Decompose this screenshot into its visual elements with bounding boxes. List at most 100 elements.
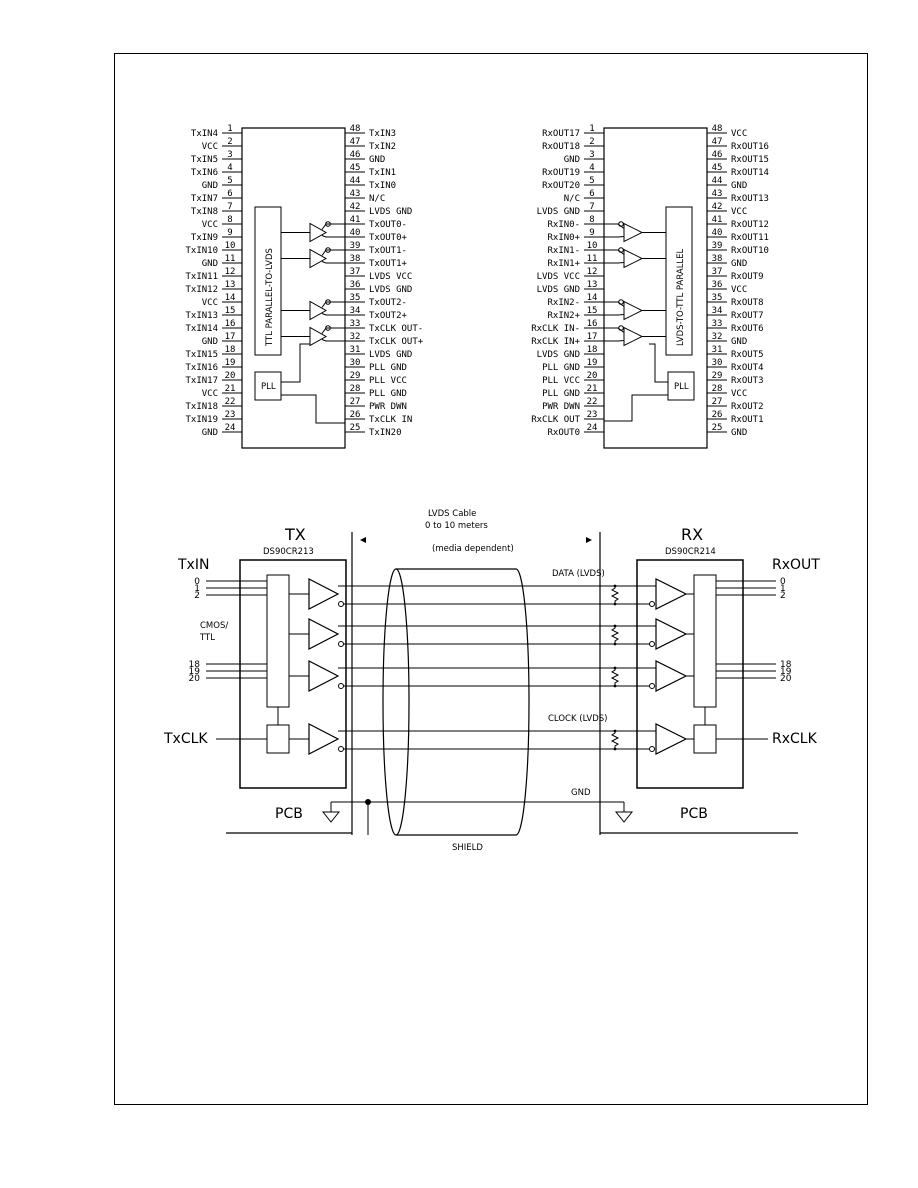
tx-pin-18-number: 18 <box>225 345 236 355</box>
rx-pin-13-name: LVDS GND <box>537 285 580 295</box>
tx-pin-13-name: TxIN12 <box>185 285 218 295</box>
tx-driver-0-out-neg <box>322 224 345 230</box>
tx-pin-7-number: 7 <box>227 202 232 212</box>
rx-connector-arrow <box>586 537 592 543</box>
rx-pin-9-number: 9 <box>589 228 594 238</box>
tx-pin-2-number: 2 <box>227 137 232 147</box>
tx-pin-40-name: TxOUT0+ <box>369 233 408 243</box>
tx-driver-1-out-pos <box>322 262 345 264</box>
rx-receiver-3-in-neg <box>604 328 624 333</box>
rx-pin-19-number: 19 <box>587 358 598 368</box>
tx-pin-16-name: TxIN14 <box>185 324 218 334</box>
tx-pin-25-name: TxIN20 <box>369 428 402 438</box>
rx-pin-47-name: RxOUT16 <box>731 142 769 152</box>
rx-pin-28-number: 28 <box>712 384 723 394</box>
rx-pin-43-name: RxOUT13 <box>731 194 769 204</box>
tx-package-outline <box>242 128 345 448</box>
rx-pin-26-number: 26 <box>712 410 723 420</box>
cmos-ttl-label-1: CMOS/ <box>200 621 228 631</box>
rx-title: RX <box>681 525 703 544</box>
cable-label-2: 0 to 10 meters <box>425 521 488 531</box>
tx-driver-1-out-neg <box>322 250 345 256</box>
tx-pin-41-name: TxOUT0- <box>369 220 407 230</box>
rx-receiver-0-in-pos <box>604 237 624 238</box>
tx-pin-21-number: 21 <box>225 384 236 394</box>
page-frame <box>114 53 868 1105</box>
tx-pin-38-name: TxOUT1+ <box>369 259 408 269</box>
tx-pin-6-number: 6 <box>227 189 232 199</box>
tx-pin-4-name: TxIN6 <box>191 168 218 178</box>
rx-pin-8-name: RxIN0- <box>547 220 580 230</box>
tx-left-pins: 1TxIN42VCC3TxIN54TxIN65GND6TxIN77TxIN88V… <box>185 124 242 438</box>
rx-pin-38-number: 38 <box>712 254 723 264</box>
tx-pin-39-number: 39 <box>350 241 361 251</box>
rx-pin-23-name: RxCLK OUT <box>531 415 580 425</box>
rx-part-number: DS90CR214 <box>665 547 716 557</box>
rx-pin-48-name: VCC <box>731 129 747 139</box>
rx-pin-33-number: 33 <box>712 319 723 329</box>
rx-pin-45-number: 45 <box>712 163 723 173</box>
data-lvds-label: DATA (LVDS) <box>552 569 605 579</box>
rx-pin-23-number: 23 <box>587 410 598 420</box>
tx-data-0-driver <box>309 579 338 609</box>
tx-pin-36-number: 36 <box>350 280 361 290</box>
tx-chip-pll <box>267 725 289 753</box>
rx-pin-41-number: 41 <box>712 215 723 225</box>
rx-pin-45-name: RxOUT14 <box>731 168 769 178</box>
rx-receiver-2-in-pos <box>604 315 624 316</box>
rx-pin-11-name: RxIN1+ <box>547 259 580 269</box>
tx-pin-17-name: GND <box>202 337 218 347</box>
lvds-links <box>289 579 694 754</box>
tx-pin-10-number: 10 <box>225 241 236 251</box>
rx-lvds-receivers <box>604 222 666 346</box>
rx-pin-42-number: 42 <box>712 202 723 212</box>
rxout-index-0: 0 <box>780 577 786 587</box>
tx-pin-33-name: TxCLK OUT- <box>369 324 423 334</box>
tx-pin-15-name: TxIN13 <box>185 311 218 321</box>
tx-pin-32-number: 32 <box>350 332 361 342</box>
txin-index-19: 19 <box>189 667 201 677</box>
tx-pin-42-number: 42 <box>350 202 361 212</box>
tx-data-2-inv-bubble <box>339 684 344 689</box>
rx-clock-inv-bubble <box>650 747 655 752</box>
cable-shield-left <box>383 569 409 835</box>
tx-pin-19-name: TxIN16 <box>185 363 218 373</box>
tx-pin-4-number: 4 <box>227 163 232 173</box>
rx-pin-18-name: LVDS GND <box>537 350 580 360</box>
rx-pin-11-number: 11 <box>587 254 598 264</box>
tx-pin-44-number: 44 <box>350 176 361 186</box>
tx-pin-12-name: TxIN11 <box>185 272 218 282</box>
rx-pin-27-number: 27 <box>712 397 723 407</box>
tx-pin-11-number: 11 <box>225 254 236 264</box>
rx-ground-symbol <box>616 812 632 822</box>
data-1-resistor-node-top <box>613 624 617 628</box>
tx-lvds-drivers <box>281 222 345 346</box>
tx-data-1-driver <box>309 619 338 649</box>
tx-data-2-driver <box>309 661 338 691</box>
data-0-resistor-node-bottom <box>613 602 617 606</box>
rx-pin-39-name: RxOUT10 <box>731 246 769 256</box>
cmos-ttl-label-2: TTL <box>199 633 215 643</box>
rx-pin-3-number: 3 <box>589 150 594 160</box>
tx-pin-44-name: TxIN0 <box>369 181 396 191</box>
tx-pin-38-number: 38 <box>350 254 361 264</box>
rx-pin-9-name: RxIN0+ <box>547 233 580 243</box>
rx-pin-34-name: RxOUT7 <box>731 311 764 321</box>
rx-pin-25-name: GND <box>731 428 747 438</box>
tx-pin-2-name: VCC <box>202 142 218 152</box>
tx-clock-inv-bubble <box>339 747 344 752</box>
tx-driver-3-out-pos <box>322 340 345 342</box>
tx-pin-5-number: 5 <box>227 176 232 186</box>
rx-pin-6-name: N/C <box>564 194 580 204</box>
rxclk-label: RxCLK <box>772 731 818 747</box>
tx-pin-42-name: LVDS GND <box>369 207 412 217</box>
tx-pin-3-number: 3 <box>227 150 232 160</box>
tx-serializer-label: TTL PARALLEL-TO-LVDS <box>265 248 275 347</box>
clock-termination-resistor <box>612 731 618 749</box>
tx-pin-23-name: TxIN19 <box>185 415 218 425</box>
data-2-resistor-node-top <box>613 666 617 670</box>
tx-pin-27-number: 27 <box>350 397 361 407</box>
tx-pin-6-name: TxIN7 <box>191 194 218 204</box>
tx-chip-outline <box>240 560 346 788</box>
